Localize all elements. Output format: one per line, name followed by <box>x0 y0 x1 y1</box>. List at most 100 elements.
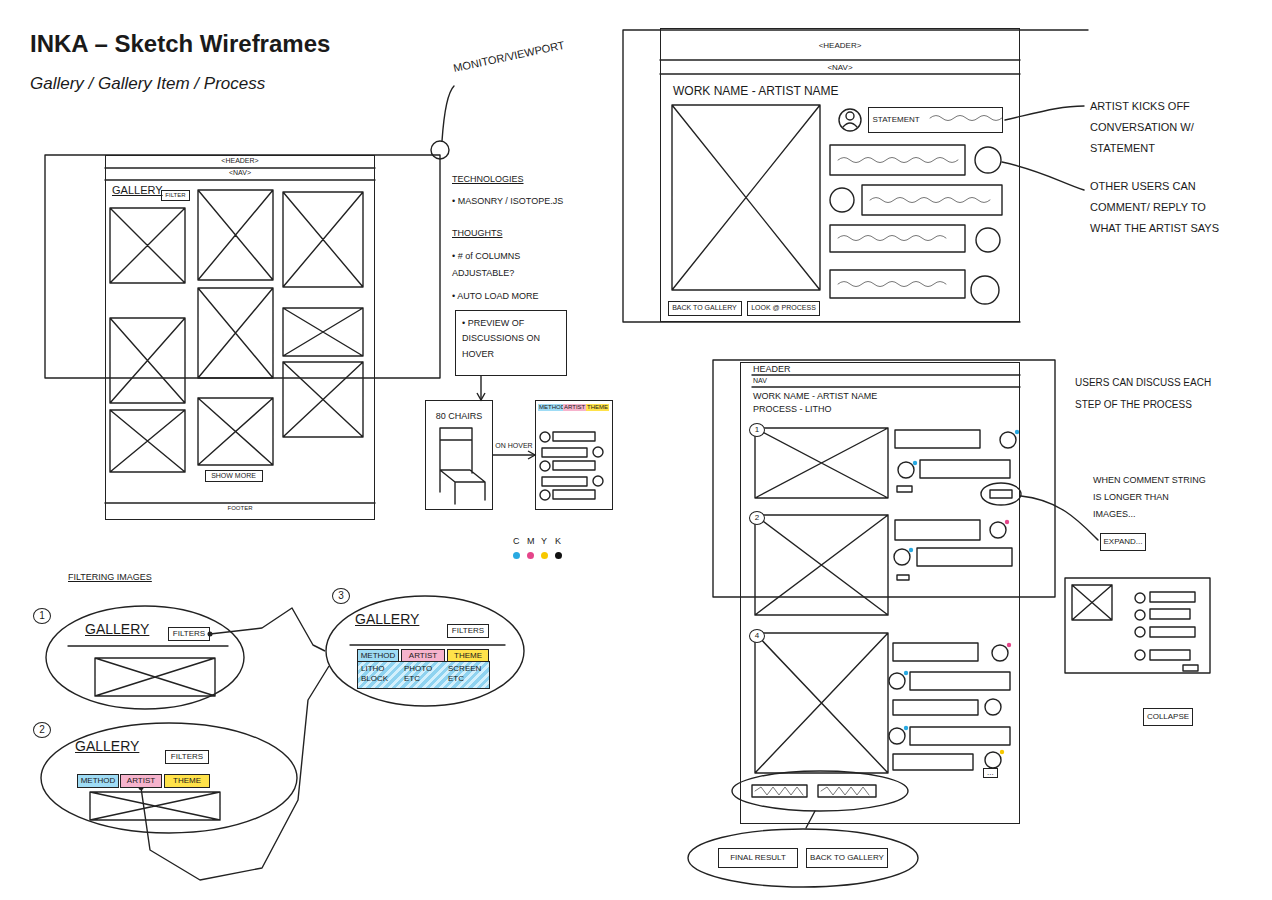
node-text: • PREVIEW OF DISCUSSIONS ON HOVER <box>462 316 562 362</box>
connector <box>141 666 329 880</box>
filter-button: FILTERS <box>165 750 209 764</box>
connector <box>480 376 481 400</box>
node-text: WORK NAME - ARTIST NAME <box>673 84 839 98</box>
node-text: NAV <box>753 377 767 385</box>
node-text: FILTERS <box>452 626 484 636</box>
annotation: THOUGHTS <box>452 228 503 239</box>
legend-letter: Y <box>541 536 547 547</box>
ellipse-shape <box>326 596 524 706</box>
page-frame: <HEADER> <NAV> GALLERY FOOTER FILTER SHOW MOR… <box>105 155 375 520</box>
filter-step-ellipse: GALLERY FILTERS <box>45 605 245 710</box>
filter-dropdown: LITHO BLOCKPHOTO ETCSCREEN ETC <box>357 661 490 689</box>
button: BACK TO GALLERY <box>668 301 742 316</box>
node-text: FILTERS <box>173 629 205 639</box>
node-text: LOOK @ PROCESS <box>751 304 816 312</box>
page-frame: HEADER NAV WORK NAME - ARTIST NAME PROCESS … <box>740 362 1020 824</box>
callout-number: 2 <box>33 722 51 738</box>
node-text: BACK TO GALLERY <box>810 853 884 863</box>
annotation: • # of COLUMNS ADJUSTABLE? <box>452 248 557 282</box>
button: LOOK @ PROCESS <box>747 301 820 316</box>
hover-preview-sketch <box>440 428 603 504</box>
node-text: 80 CHAIRS <box>436 411 483 422</box>
callout-number: 1 <box>33 608 51 624</box>
page-caption: Gallery / Gallery Item / Process <box>30 74 265 94</box>
node-text: FINAL RESULT <box>730 853 786 863</box>
legend-letter: K <box>555 536 561 547</box>
annotation: ... <box>983 768 998 778</box>
annotation: ARTIST KICKS OFF CONVERSATION W/ STATEME… <box>1090 96 1230 159</box>
connector <box>493 454 535 455</box>
node-text: ARTIST <box>409 651 437 661</box>
filter-sketches <box>68 645 505 820</box>
node-text: METHOD <box>81 776 116 786</box>
node-text: EXPAND... <box>1103 537 1142 547</box>
node-text: FILTER <box>165 192 185 199</box>
callout-number: 1 <box>749 423 765 437</box>
node-text: SCREEN ETC <box>448 664 486 683</box>
callout-number: 4 <box>749 629 765 643</box>
annotation: • MASONRY / ISOTOPE.JS <box>452 196 563 207</box>
thumbnail-card: 80 CHAIRS <box>425 400 493 510</box>
node-text: THEME <box>586 404 609 411</box>
show-more-button: SHOW MORE <box>205 470 263 482</box>
node-text: SHOW MORE <box>211 472 256 480</box>
node-text: ARTIST <box>563 404 586 411</box>
node-text: METHOD <box>538 404 566 411</box>
callout-number: 3 <box>332 588 350 604</box>
page-frame: <HEADER><NAV>WORK NAME - ARTIST NAMESTAT… <box>660 28 1020 322</box>
annotation: USERS CAN DISCUSS EACH STEP OF THE PROCE… <box>1075 372 1225 416</box>
node-text: GALLERY <box>112 184 163 197</box>
item-wireframe <box>623 30 1088 322</box>
ellipse-shape <box>46 606 244 709</box>
legend-swatch <box>555 552 562 559</box>
annotation: TECHNOLOGIES <box>452 174 524 185</box>
node-text: STATEMENT <box>873 115 920 125</box>
node-text: <NAV> <box>229 169 251 177</box>
endpoint-dot <box>208 632 213 637</box>
legend-swatch <box>513 552 520 559</box>
filter-step-ellipse: GALLERYFILTERSMETHODARTISTTHEMELITHO BLO… <box>325 595 525 707</box>
node-text: FOOTER <box>228 505 253 512</box>
node-text: LITHO BLOCK <box>361 664 397 683</box>
ellipse-outline <box>45 605 245 710</box>
statement-box: STATEMENT <box>868 107 1003 133</box>
annotation: MONITOR/VIEWPORT <box>452 39 566 75</box>
annotation: WHEN COMMENT STRING IS LONGER THAN IMAGE… <box>1093 472 1208 523</box>
button: BACK TO GALLERY <box>806 848 888 868</box>
filter-tab: METHOD <box>77 774 120 788</box>
filter-button: FILTERS <box>447 624 489 638</box>
annotation: OTHER USERS CAN COMMENT/ REPLY TO WHAT T… <box>1090 176 1230 239</box>
filter-tab: THEME <box>164 774 210 788</box>
legend-letter: M <box>527 536 535 547</box>
node-text: FILTERS <box>171 752 203 762</box>
node-text: GALLERY <box>355 611 419 628</box>
legend-letter: C <box>513 536 520 547</box>
node-text: THEME <box>454 651 482 661</box>
note-box: • PREVIEW OF DISCUSSIONS ON HOVER <box>455 310 567 376</box>
node-text: METHOD <box>361 651 396 661</box>
page-title: INKA – Sketch Wireframes <box>30 30 330 59</box>
node-text: <NAV> <box>827 63 852 73</box>
node-text: GALLERY <box>75 738 139 755</box>
node-text: WORK NAME - ARTIST NAME <box>753 391 877 402</box>
legend-swatch <box>541 552 548 559</box>
filter-button: FILTERS <box>168 627 210 641</box>
button: COLLAPSE <box>1143 708 1193 726</box>
button: EXPAND... <box>1100 533 1147 551</box>
node-text: <HEADER> <box>221 157 258 165</box>
button: FINAL RESULT <box>718 848 798 868</box>
node-text: GALLERY <box>85 621 149 638</box>
filter-step-ellipse: GALLERY FILTERS METHOD ARTIST THEME <box>40 722 298 834</box>
hover-preview-card: METHODARTISTTHEME <box>535 400 613 510</box>
node-text: HEADER <box>753 364 791 375</box>
filter-tab: ARTIST <box>120 774 162 788</box>
edge-label: ON HOVER <box>494 442 533 450</box>
node-text: BACK TO GALLERY <box>672 304 737 312</box>
node-text: THEME <box>173 776 201 786</box>
process-wireframe <box>688 360 1210 887</box>
node-text: PROCESS - LITHO <box>753 404 832 415</box>
ellipse-shape <box>41 723 297 833</box>
color-dots <box>904 430 1019 754</box>
